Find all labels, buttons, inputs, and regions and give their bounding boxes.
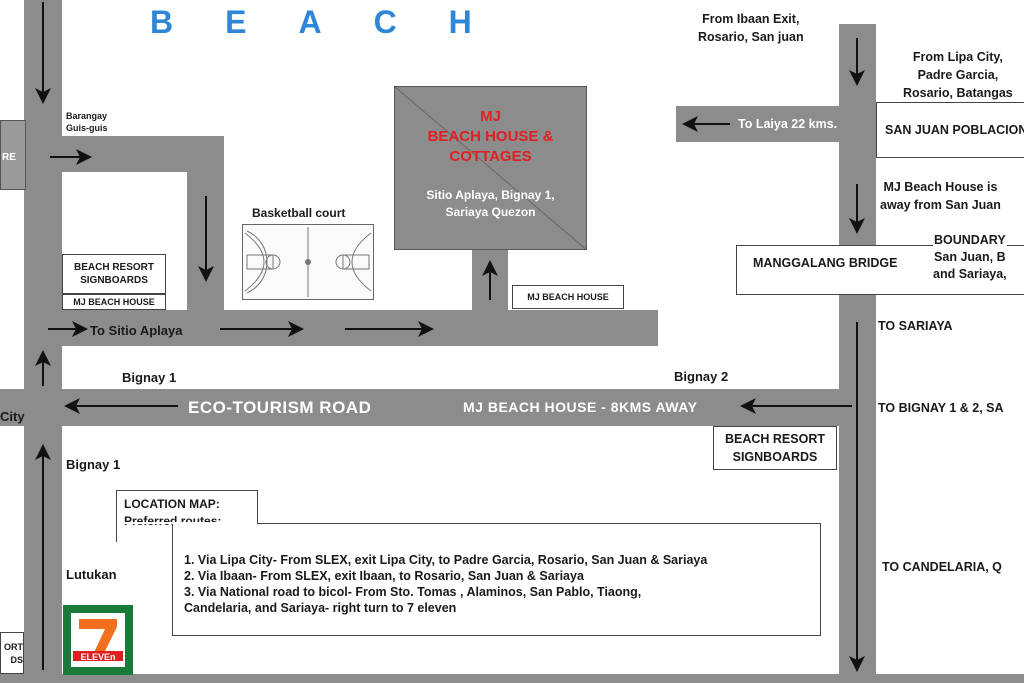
- seven-eleven-text: ELEVEn: [80, 652, 116, 662]
- route-3-cont: Candelaria, and Sariaya- right turn to 7…: [184, 601, 457, 615]
- mj-beach-house-sign-center: MJ BEACH HOUSE: [512, 285, 624, 309]
- signboards-partial-left: ORT DS: [0, 632, 24, 674]
- boundary-label: BOUNDARY San Juan, B and Sariaya,: [933, 232, 1007, 283]
- bignay1-left-label: Bignay 1: [66, 457, 121, 472]
- lutukan-label: Lutukan: [66, 567, 117, 582]
- resort-diagonal: [395, 87, 586, 249]
- mj-8kms-label: MJ BEACH HOUSE - 8KMS AWAY: [463, 399, 698, 415]
- from-ibaan-label: From Ibaan Exit, Rosario, San juan: [698, 12, 804, 44]
- to-bignay-label: TO BIGNAY 1 & 2, SA: [878, 401, 1004, 415]
- to-laiya-label: To Laiya 22 kms.: [738, 117, 838, 131]
- barangay-guisguis-label: Barangay Guis-guis: [66, 111, 108, 133]
- to-sariaya-label: TO SARIAYA: [878, 319, 953, 333]
- mj-beach-house-block[interactable]: MJ BEACH HOUSE & COTTAGES Sitio Aplaya, …: [394, 86, 587, 250]
- resort-address: Sitio Aplaya, Bignay 1, Sariaya Quezon: [426, 188, 555, 219]
- route-2: 2. Via Ibaan- From SLEX, exit Ibaan, to …: [184, 569, 584, 583]
- location-map-routes: 1. Via Lipa City- From SLEX, exit Lipa C…: [172, 523, 821, 636]
- route-3: 3. Via National road to bicol- From Sto.…: [184, 585, 642, 599]
- left-edge-block: [0, 120, 26, 190]
- from-lipa-label: From Lipa City, Padre Garcia, Rosario, B…: [903, 50, 1013, 100]
- re-partial-label: RE: [2, 152, 16, 163]
- road-barangay-horizontal: [0, 136, 224, 172]
- city-partial-label: City: [0, 409, 25, 424]
- san-juan-poblacion-box: SAN JUAN POBLACION: [876, 102, 1024, 158]
- basketball-court: [242, 224, 374, 300]
- road-eco-tourism: [0, 389, 876, 426]
- road-bottom: [0, 674, 1024, 683]
- road-sitio-aplaya: [24, 310, 658, 346]
- mj-away-label: MJ Beach House is away from San Juan: [880, 180, 1001, 212]
- basketball-court-label: Basketball court: [252, 206, 346, 220]
- seven-eleven-logo: ELEVEn: [63, 605, 133, 675]
- road-to-resort: [472, 248, 508, 312]
- route-1: 1. Via Lipa City- From SLEX, exit Lipa C…: [184, 553, 708, 567]
- beach-resort-signboards-left: BEACH RESORT SIGNBOARDS: [62, 254, 166, 294]
- bignay2-label: Bignay 2: [674, 369, 729, 384]
- to-candelaria-label: TO CANDELARIA, Q: [882, 560, 1002, 574]
- eco-tourism-road-label: ECO-TOURISM ROAD: [188, 398, 372, 417]
- bignay1-top-label: Bignay 1: [122, 370, 177, 385]
- map-title: BEACH: [150, 4, 524, 40]
- beach-resort-signboards-right: BEACH RESORT SIGNBOARDS: [713, 426, 837, 470]
- court-lines: [244, 227, 372, 297]
- seven-eleven-icon: [65, 607, 131, 673]
- location-map-join: [117, 522, 257, 524]
- mj-beach-house-sign-left: MJ BEACH HOUSE: [62, 294, 166, 310]
- road-inner-vertical: [187, 136, 224, 311]
- resort-name: MJ BEACH HOUSE & COTTAGES: [427, 108, 554, 165]
- to-sitio-aplaya-label: To Sitio Aplaya: [90, 323, 183, 338]
